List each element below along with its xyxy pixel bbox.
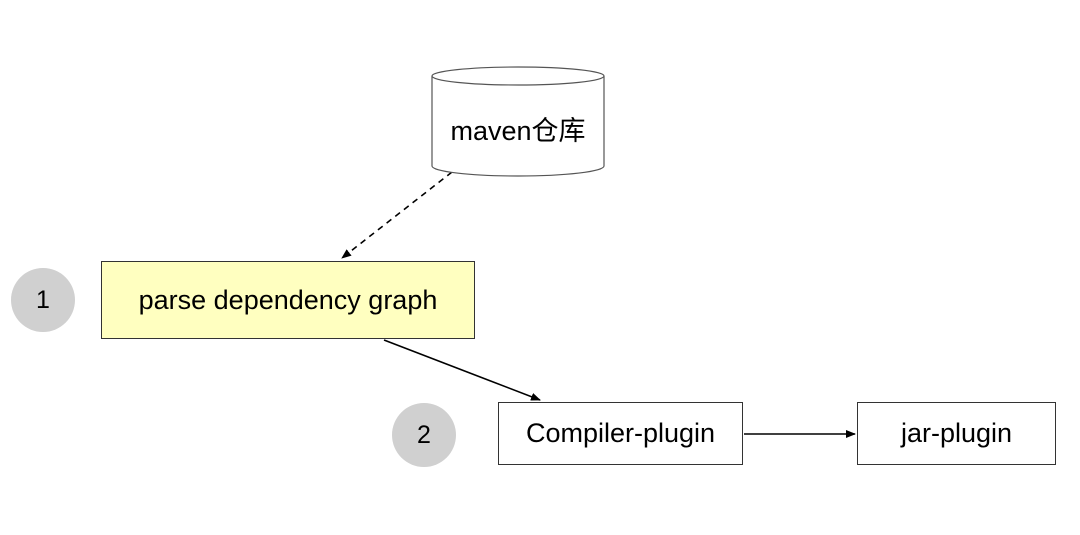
parse-dependency-graph-label: parse dependency graph [138,284,438,315]
compiler-plugin-label: Compiler-plugin [525,418,716,448]
jar-plugin-node[interactable]: jar-plugin [857,402,1056,465]
edge-parse-to-compiler [383,339,541,401]
parse-dependency-graph-node[interactable]: parse dependency graph [101,261,475,339]
step-number: 2 [417,420,431,449]
step-badge-1: 1 [11,268,75,332]
jar-plugin-label: jar-plugin [900,418,1013,448]
maven-repository-label: maven仓库 [450,115,586,146]
step-badge-2: 2 [392,403,456,467]
maven-repository-node[interactable]: maven仓库 [431,66,605,178]
compiler-plugin-node[interactable]: Compiler-plugin [498,402,743,465]
database-cylinder-icon [431,66,605,177]
edge-maven-to-parse [341,171,453,259]
step-number: 1 [36,285,50,314]
